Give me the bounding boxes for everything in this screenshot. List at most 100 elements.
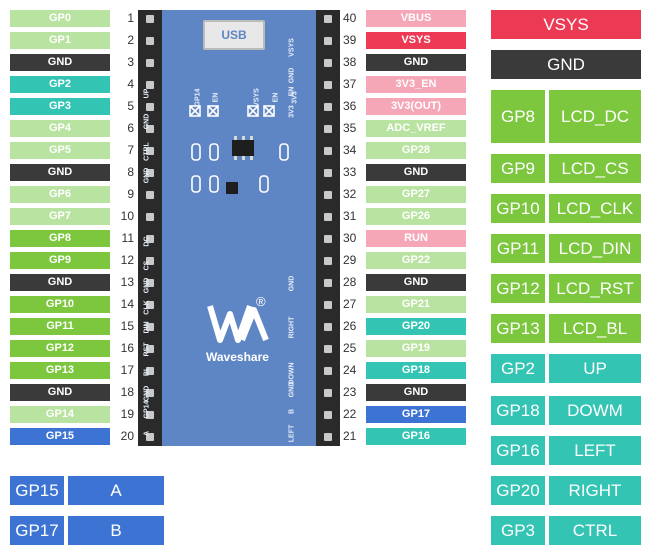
top-silk-label: 3V3 [291, 91, 299, 104]
header-pin-hole [146, 367, 154, 375]
header-pin-hole [146, 301, 154, 309]
left-pin-label: GP13 [10, 362, 110, 379]
left-pin-number: 16 [120, 341, 134, 355]
left-pin-number: 11 [121, 231, 134, 245]
left-pin-number: 6 [127, 121, 134, 135]
right-pin-number: 22 [343, 407, 357, 421]
header-pin-hole [146, 411, 154, 419]
header-pin-hole [324, 433, 332, 441]
right-pin-number: 27 [343, 297, 357, 311]
right-pin-label: GP22 [366, 252, 466, 269]
right-pin-label: GP20 [366, 318, 466, 335]
left-pin-label: GP11 [10, 318, 110, 335]
header-pin-hole [324, 191, 332, 199]
header-pin-hole [146, 169, 154, 177]
vsys-legend: VSYS [491, 10, 641, 39]
header-pin-hole [324, 367, 332, 375]
right-pin-label: GP16 [366, 428, 466, 445]
header-pin-hole [324, 257, 332, 265]
right-pin-number: 37 [343, 77, 357, 91]
registered-mark: ® [256, 294, 266, 309]
header-pin-hole [146, 15, 154, 23]
header-pin-hole [324, 389, 332, 397]
right-pin-label: GND [366, 274, 466, 291]
legend-gpio-box: GP18 [491, 396, 545, 425]
left-pin-label: GP3 [10, 98, 110, 115]
right-pin-number: 28 [343, 275, 357, 289]
left-pin-number: 9 [127, 187, 134, 201]
left-pin-label: GND [10, 384, 110, 401]
header-pin-hole [146, 59, 154, 67]
header-pin-hole [324, 169, 332, 177]
right-silk-label: GND [288, 275, 296, 292]
right-pin-number: 36 [343, 99, 357, 113]
right-pin-label: GP26 [366, 208, 466, 225]
left-pin-label: GP9 [10, 252, 110, 269]
left-pin-label: GP14 [10, 406, 110, 423]
legend-function-box: LEFT [549, 436, 641, 465]
legend-gpio-box: GP3 [491, 516, 545, 545]
right-pin-number: 24 [343, 363, 357, 377]
left-pin-number: 17 [120, 363, 134, 377]
legend-gpio-box: GP12 [491, 274, 545, 303]
right-pin-number: 40 [343, 11, 357, 25]
legend-gpio-box: GP15 [10, 476, 64, 505]
header-pin-hole [324, 147, 332, 155]
gnd-legend: GND [491, 50, 641, 79]
left-pin-number: 13 [120, 275, 134, 289]
left-pin-label: GND [10, 164, 110, 181]
brand-text: Waveshare [206, 350, 269, 364]
header-pin-hole [146, 389, 154, 397]
right-pin-number: 38 [343, 55, 357, 69]
left-pin-number: 15 [120, 319, 134, 333]
header-pin-hole [324, 81, 332, 89]
header-pin-hole [146, 37, 154, 45]
pico-board [138, 10, 340, 446]
header-pin-hole [146, 103, 154, 111]
legend-function-box: DOWM [549, 396, 641, 425]
left-pin-number: 5 [127, 99, 134, 113]
legend-gpio-box: GP9 [491, 154, 545, 183]
right-pin-number: 21 [343, 429, 357, 443]
top-silk-label: GP14 [194, 88, 202, 107]
header-pin-hole [146, 147, 154, 155]
right-pin-label: VSYS [366, 32, 466, 49]
left-pin-label: GP4 [10, 120, 110, 137]
right-silk-label: RIGHT [288, 316, 296, 339]
right-pin-number: 35 [343, 121, 357, 135]
header-pin-hole [146, 257, 154, 265]
header-pin-hole [146, 191, 154, 199]
right-pin-number: 39 [343, 33, 357, 47]
right-pin-label: GND [366, 164, 466, 181]
right-pin-number: 32 [343, 187, 357, 201]
left-pin-label: GP1 [10, 32, 110, 49]
left-pin-label: GP7 [10, 208, 110, 225]
top-silk-label: VSYS [253, 88, 261, 107]
left-silk-label: GND [143, 167, 151, 184]
left-pin-label: GP2 [10, 76, 110, 93]
header-pin-hole [324, 411, 332, 419]
board-components [189, 105, 289, 194]
right-header-strip [316, 10, 340, 446]
left-pin-number: 19 [120, 407, 134, 421]
right-pin-number: 25 [343, 341, 357, 355]
left-pin-number: 20 [120, 429, 134, 443]
header-pin-hole [146, 125, 154, 133]
left-silk-label: A [143, 430, 151, 437]
right-pin-label: 3V3_EN [366, 76, 466, 93]
right-pin-number: 34 [343, 143, 357, 157]
right-pin-label: GND [366, 54, 466, 71]
left-pin-label: GP15 [10, 428, 110, 445]
right-pin-label: 3V3(OUT) [366, 98, 466, 115]
right-pin-label: GP19 [366, 340, 466, 357]
legend-function-box: A [68, 476, 164, 505]
legend-function-box: LCD_CLK [549, 194, 641, 223]
legend-gpio-box: GP20 [491, 476, 545, 505]
usb-connector: USB [203, 20, 265, 50]
waveshare-logo-icon [207, 305, 269, 343]
left-pin-number: 10 [120, 209, 134, 223]
right-pin-label: GP18 [366, 362, 466, 379]
top-silk-label: EN [212, 92, 220, 103]
right-pin-number: 26 [343, 319, 357, 333]
header-pin-hole [146, 81, 154, 89]
